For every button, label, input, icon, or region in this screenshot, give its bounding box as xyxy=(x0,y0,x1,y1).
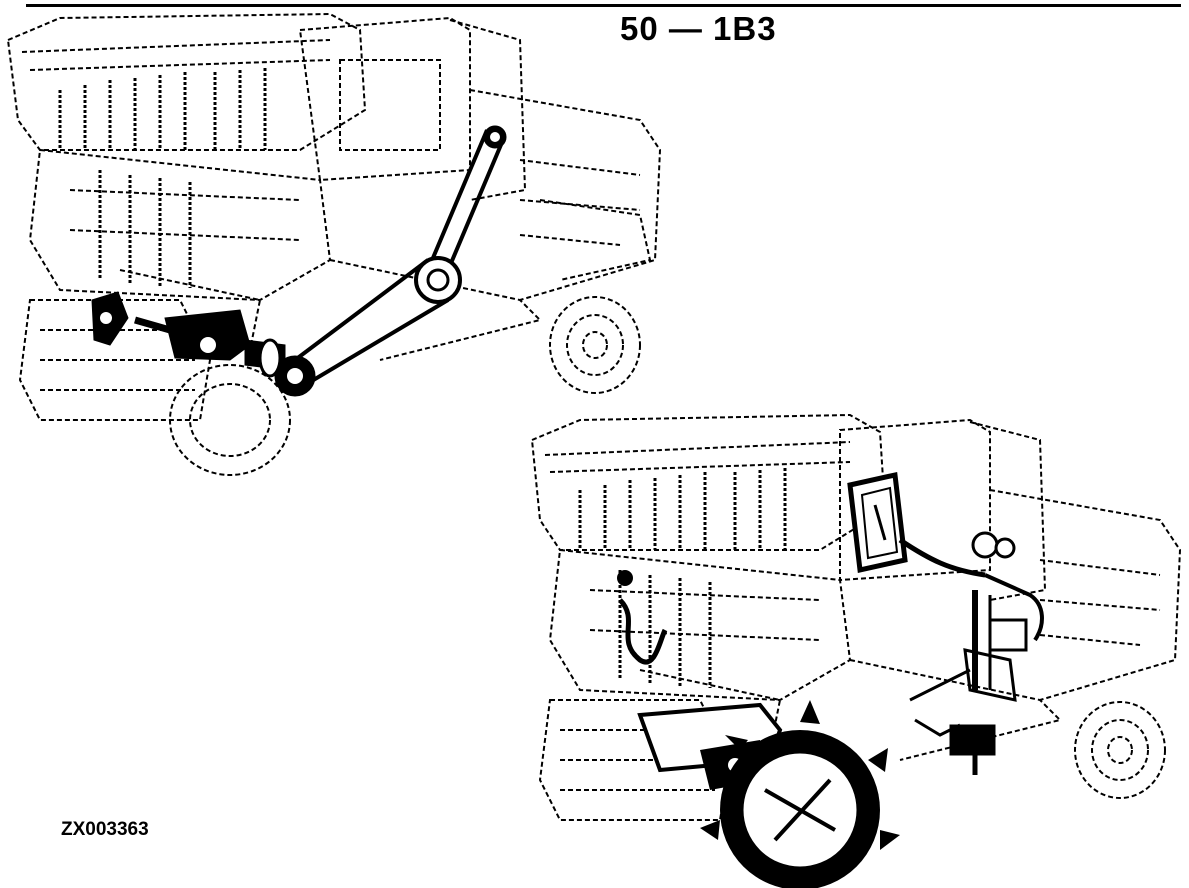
page-code: 50 — 1B3 xyxy=(620,10,777,47)
cleaning-drive-lower xyxy=(617,471,1044,888)
top-rule xyxy=(26,4,1181,7)
combine-outline-upper xyxy=(6,12,662,476)
figure-id: ZX003363 xyxy=(61,819,149,840)
belt-drive-upper xyxy=(91,125,507,397)
